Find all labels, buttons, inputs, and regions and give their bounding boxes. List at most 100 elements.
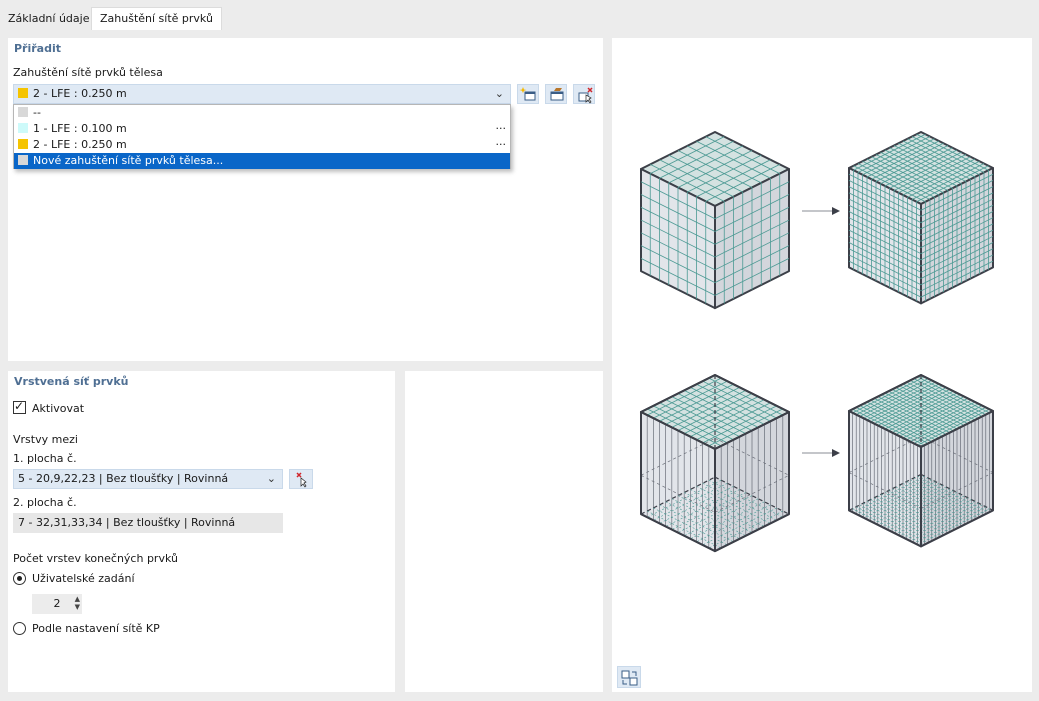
mesh-grid-line [913, 407, 986, 444]
swap-view-button[interactable] [617, 666, 641, 688]
mesh-grid-line [848, 254, 922, 292]
mesh-grid-line [920, 254, 994, 292]
cube-edge [640, 513, 716, 553]
option-color-swatch [18, 107, 28, 117]
mesh-grid-line [920, 229, 994, 267]
mesh-grid-line [920, 180, 994, 217]
option-more-button[interactable]: ... [495, 119, 507, 132]
layer-count-label: Počet vrstev konečných prvků [13, 552, 178, 565]
mesh-grid-line [848, 229, 922, 267]
cube-edge [920, 509, 994, 548]
layer-count-value: 2 [53, 597, 61, 610]
empty-panel [405, 371, 603, 692]
solid-refinement-combo[interactable]: 2 - LFE : 0.250 m ⌄ [13, 84, 511, 104]
mesh-grid-line [714, 219, 790, 258]
pick-surface-button[interactable] [289, 469, 313, 489]
option-more-button[interactable]: ... [495, 135, 507, 148]
tab-basic-data[interactable]: Základní údaje [8, 12, 90, 25]
hidden-mesh-line [665, 501, 740, 540]
mesh-grid-line [848, 180, 922, 217]
hidden-mesh-line [895, 497, 968, 535]
hidden-mesh-line [852, 508, 925, 545]
mesh-grid-line [863, 381, 936, 419]
mesh-grid-line [650, 136, 725, 174]
hidden-mesh-line [696, 504, 771, 543]
mesh-grid-line [920, 260, 994, 298]
hidden-mesh-line [671, 492, 746, 530]
mesh-grid-line [917, 408, 990, 446]
mesh-grid-line [696, 159, 771, 198]
mesh-grid-line [848, 211, 922, 248]
mesh-grid-line [862, 138, 935, 176]
mesh-grid-line [848, 223, 922, 261]
hidden-layer-line [848, 436, 922, 473]
mesh-settings-label: Podle nastavení sítě KP [32, 622, 160, 635]
hidden-mesh-line [690, 501, 765, 540]
delete-refinement-icon [578, 87, 593, 104]
mesh-grid-line [874, 387, 947, 424]
assign-title: Přiřadit [14, 42, 62, 55]
mesh-grid-line [848, 235, 922, 273]
mesh-grid-line [920, 248, 994, 286]
activate-checkbox[interactable]: ✓ [13, 399, 26, 414]
user-defined-radio[interactable] [13, 572, 26, 585]
hidden-mesh-line [910, 504, 983, 542]
mesh-grid-line [683, 396, 759, 434]
surface1-combo[interactable]: 5 - 20,9,22,23 | Bez tloušťky | Rovinná … [13, 469, 283, 489]
user-defined-label: Uživatelské zadání [32, 572, 135, 585]
mesh-grid-line [653, 380, 728, 419]
mesh-grid-line [895, 398, 968, 435]
mesh-grid-line [848, 260, 922, 298]
edit-refinement-button[interactable] [545, 84, 567, 104]
mesh-grid-line [646, 377, 722, 416]
mesh-grid-line [881, 390, 954, 428]
mesh-grid-line [659, 383, 734, 422]
layer-count-stepper[interactable]: 2 ▲▼ [32, 594, 82, 614]
radio-dot [17, 576, 22, 581]
swap-view-icon [621, 670, 638, 686]
hidden-layer-line [714, 475, 790, 513]
mesh-grid-line [892, 396, 965, 433]
stepper-arrows-icon[interactable]: ▲▼ [74, 595, 80, 611]
cube-edge [714, 513, 790, 553]
hidden-layer-line [640, 438, 716, 476]
surface2-field: 7 - 32,31,33,34 | Bez tloušťky | Rovinná [13, 513, 283, 533]
hidden-mesh-line [708, 479, 783, 518]
preview-panel [612, 38, 1032, 692]
mesh-grid-line [920, 173, 994, 211]
tab-mesh-refinement[interactable]: Zahuštění sítě prvků [91, 7, 222, 30]
mesh-grid-line [866, 383, 940, 421]
mesh-grid-line [920, 217, 994, 255]
dropdown-option-none[interactable]: -- [14, 105, 510, 121]
transition-arrow-head-icon [832, 207, 840, 215]
mesh-grid-line [640, 206, 716, 245]
mesh-grid-line [848, 204, 922, 242]
mesh-grid-line [714, 181, 790, 220]
mesh-grid-line [920, 204, 994, 242]
hidden-mesh-line [913, 506, 986, 544]
mesh-grid-line [696, 402, 771, 441]
mesh-grid-line [671, 390, 747, 428]
dropdown-option-1[interactable]: 1 - LFE : 0.100 m ... [14, 119, 510, 137]
mesh-grid-line [907, 160, 980, 198]
solid-refinement-label: Zahuštění sítě prvků tělesa [13, 66, 163, 79]
new-refinement-button[interactable] [517, 84, 539, 104]
mesh-grid-line [640, 245, 716, 283]
hidden-mesh-line [877, 495, 950, 533]
hidden-layer-line [920, 472, 994, 509]
edit-refinement-icon [550, 88, 564, 101]
mesh-settings-radio[interactable] [13, 622, 26, 635]
dropdown-option-2[interactable]: 2 - LFE : 0.250 m ... [14, 135, 510, 153]
delete-refinement-button[interactable] [573, 84, 595, 104]
hidden-layer-line [714, 438, 790, 476]
hidden-mesh-line [863, 502, 936, 540]
chevron-down-icon: ⌄ [266, 472, 276, 485]
hidden-mesh-line [866, 501, 940, 538]
hidden-mesh-line [684, 492, 759, 530]
mesh-grid-line [920, 211, 994, 248]
selected-refinement: 2 - LFE : 0.250 m [33, 87, 127, 100]
dropdown-option-new[interactable]: Nové zahuštění sítě prvků tělesa... [14, 153, 510, 169]
mesh-grid-line [902, 158, 976, 196]
mesh-grid-line [920, 235, 994, 273]
mesh-grid-line [848, 248, 922, 286]
